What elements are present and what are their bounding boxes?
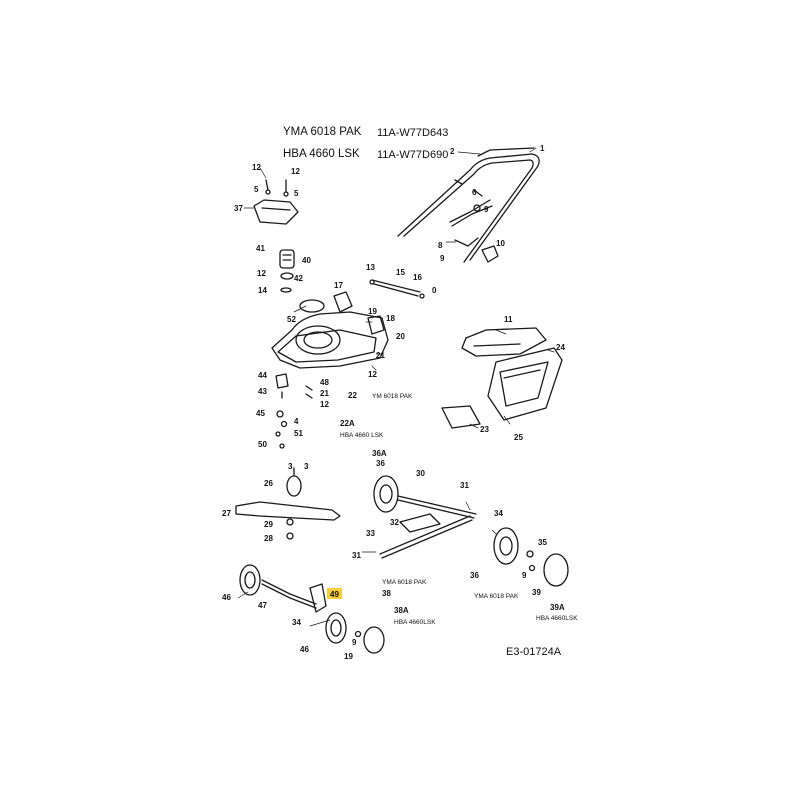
callout-19b: 19 [344, 652, 353, 661]
callout-23: 23 [480, 425, 489, 434]
model-name-1: YMA 6018 PAK [283, 126, 362, 138]
deck-small-parts [275, 373, 313, 449]
callout-36: 36 [376, 459, 385, 468]
callout-5a: 5 [254, 185, 259, 194]
callout-16: 16 [413, 273, 422, 282]
callout-36a: 36A [372, 449, 387, 458]
callout-5b: 5 [294, 189, 299, 198]
model-code-2: 11A-W77D690 [377, 149, 449, 161]
callout-19: 19 [368, 307, 377, 316]
note-hba-4660-22a: HBA 4660 LSK [340, 432, 384, 439]
callout-40: 40 [302, 256, 311, 265]
callout-34b: 34 [292, 618, 301, 627]
mower-deck [271, 291, 389, 369]
callout-3a: 3 [288, 462, 293, 471]
callout-22: 22 [348, 391, 357, 400]
callout-29: 29 [264, 520, 273, 529]
drawing-number: E3-01724A [506, 646, 562, 658]
callout-0: 0 [432, 286, 437, 295]
callout-38a: 38A [394, 606, 409, 615]
blade-assembly [235, 467, 341, 540]
callout-12b: 12 [291, 167, 300, 176]
callout-17: 17 [334, 281, 343, 290]
callout-51: 51 [294, 429, 303, 438]
throttle-linkage [369, 279, 425, 299]
callout-26: 26 [264, 479, 273, 488]
callout-49: 49 [330, 590, 339, 599]
callout-21a: 21 [376, 351, 385, 360]
callout-37: 37 [234, 204, 243, 213]
grass-catcher [441, 327, 563, 429]
callout-38: 38 [382, 589, 391, 598]
callout-43: 43 [258, 387, 267, 396]
callout-12e: 12 [320, 400, 329, 409]
callout-52: 52 [287, 315, 296, 324]
callout-28: 28 [264, 534, 273, 543]
callout-15: 15 [396, 268, 405, 277]
callout-44: 44 [258, 371, 267, 380]
callout-4: 4 [294, 417, 299, 426]
callout-2: 2 [450, 147, 455, 156]
callout-50: 50 [258, 440, 267, 449]
callout-31b: 31 [352, 551, 361, 560]
callout-22a: 22A [340, 419, 355, 428]
callout-11: 11 [504, 315, 513, 324]
callout-36b: 36 [470, 571, 479, 580]
callout-46a: 46 [222, 593, 231, 602]
callout-13: 13 [366, 263, 375, 272]
callout-12c: 12 [257, 269, 266, 278]
callout-27: 27 [222, 509, 231, 518]
callout-35: 35 [538, 538, 547, 547]
note-ym-6018: YM 6018 PAK [372, 393, 413, 400]
callout-12d: 12 [368, 370, 377, 379]
engine-cover-parts [253, 179, 299, 293]
callout-9b: 9 [440, 254, 445, 263]
callout-41: 41 [256, 244, 265, 253]
callout-24: 24 [556, 343, 565, 352]
callout-46b: 46 [300, 645, 309, 654]
callout-25: 25 [514, 433, 523, 442]
front-axle-assembly [373, 475, 569, 587]
callout-10: 10 [496, 239, 505, 248]
note-yma-rear: YMA 6018 PAK [474, 593, 519, 600]
callout-18: 18 [386, 314, 395, 323]
callout-3b: 3 [304, 462, 309, 471]
note-hba-39a: HBA 4660LSK [536, 615, 578, 622]
leader-lines [237, 147, 555, 627]
model-name-2: HBA 4660 LSK [283, 148, 360, 160]
callout-21b: 21 [320, 389, 329, 398]
handle-assembly [397, 147, 540, 263]
callout-48: 48 [320, 378, 329, 387]
callout-32: 32 [390, 518, 399, 527]
callout-30: 30 [416, 469, 425, 478]
model-code-1: 11A-W77D643 [377, 127, 449, 139]
note-hba-38a: HBA 4660LSK [394, 619, 436, 626]
rear-axle-assembly [239, 564, 385, 654]
callout-31a: 31 [460, 481, 469, 490]
callout-6: 6 [472, 188, 477, 197]
callout-1: 1 [540, 144, 545, 153]
callout-8: 8 [438, 241, 443, 250]
callout-42: 42 [294, 274, 303, 283]
callout-20: 20 [396, 332, 405, 341]
callout-9c: 9 [522, 571, 527, 580]
note-yma-38: YMA 6018 PAK [382, 579, 427, 586]
callout-39: 39 [532, 588, 541, 597]
highlight-marker [327, 588, 342, 599]
callout-9: 9 [484, 205, 489, 214]
callout-14: 14 [258, 286, 267, 295]
callout-45: 45 [256, 409, 265, 418]
callout-34a: 34 [494, 509, 503, 518]
callout-39a: 39A [550, 603, 565, 612]
callout-33: 33 [366, 529, 375, 538]
callout-9d: 9 [352, 638, 357, 647]
callout-12a: 12 [252, 163, 261, 172]
callout-47: 47 [258, 601, 267, 610]
